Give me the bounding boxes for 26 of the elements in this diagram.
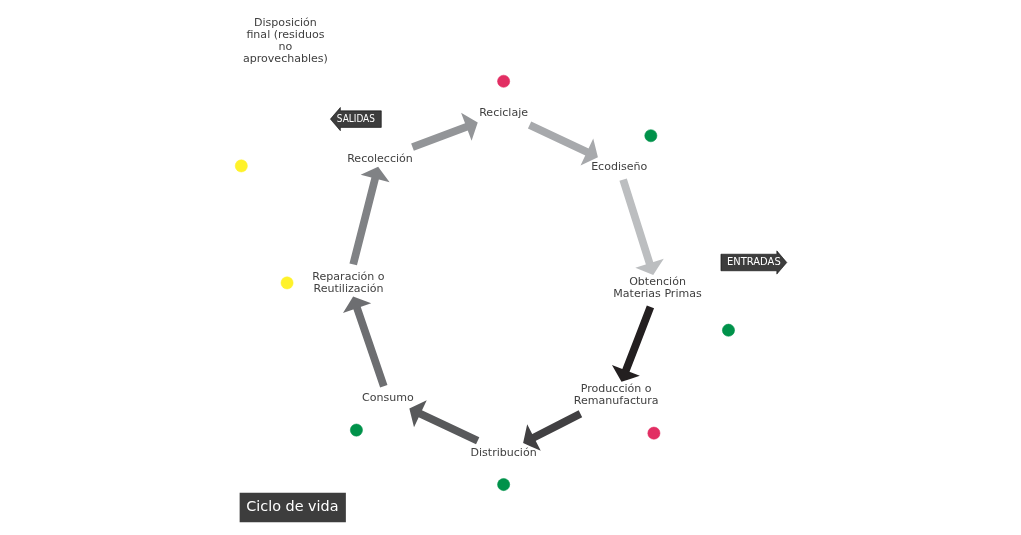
node-text: Producción o Remanufactura xyxy=(573,382,659,408)
node-circle xyxy=(496,74,510,88)
node-circle xyxy=(496,478,510,491)
arrow xyxy=(408,400,479,445)
arrow xyxy=(410,112,478,151)
arrow xyxy=(611,305,654,382)
node-text: Recolección xyxy=(346,152,413,166)
node-text: Disposición final (residuos no aprovechables) xyxy=(242,15,328,66)
node-circle xyxy=(647,426,660,440)
node-circle xyxy=(280,276,293,290)
arrow xyxy=(342,296,387,388)
node-text: Obtención Materias Primas xyxy=(612,275,702,301)
arrow xyxy=(527,121,598,166)
node-text: Consumo xyxy=(361,391,414,405)
node-circle xyxy=(644,129,657,143)
node-circle xyxy=(349,423,363,437)
node-circle xyxy=(721,323,735,337)
arrow xyxy=(522,410,582,451)
node-text: Reparación o Reutilización xyxy=(311,269,385,295)
node-circle xyxy=(234,159,248,173)
diagram-title: Ciclo de vida xyxy=(245,498,339,515)
arrow xyxy=(348,166,390,266)
node-text: Reciclaje xyxy=(478,105,528,119)
node-text: Ecodiseño xyxy=(590,160,647,174)
arrow xyxy=(618,178,664,275)
node-text: Distribución xyxy=(470,445,537,459)
